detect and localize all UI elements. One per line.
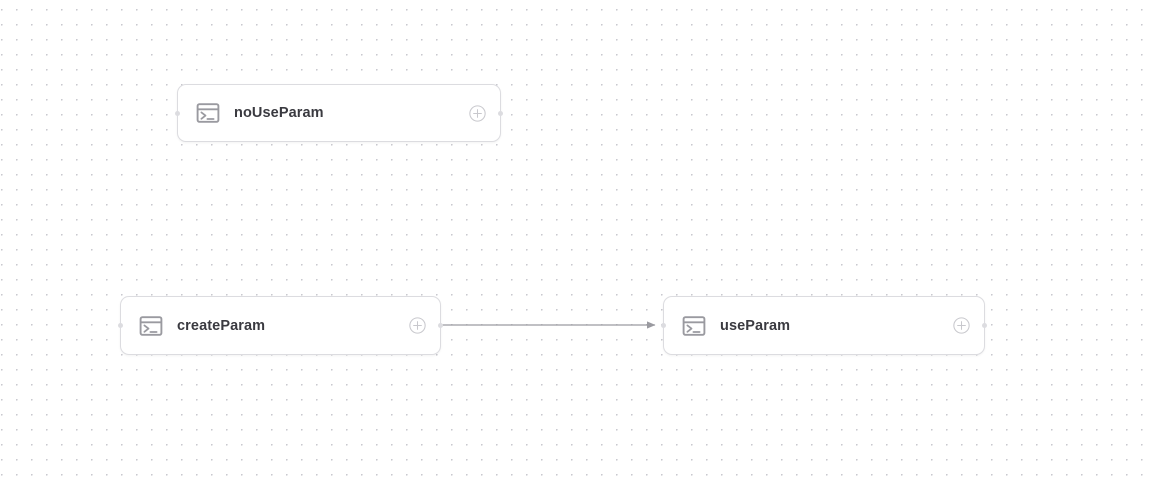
node-handle-target[interactable] [175, 110, 180, 116]
terminal-icon [139, 315, 163, 336]
node-label: createParam [177, 317, 266, 334]
terminal-icon [682, 315, 706, 336]
node-label: noUseParam [234, 105, 324, 121]
node-handle-source[interactable] [498, 110, 503, 116]
node-createparam[interactable]: createParam [118, 296, 443, 355]
node-nouseparam[interactable]: noUseParam [175, 84, 503, 142]
node-label: useParam [720, 317, 791, 334]
plus-circle-icon[interactable] [409, 317, 426, 334]
node-handle-source[interactable] [438, 323, 443, 328]
plus-circle-icon[interactable] [953, 317, 970, 334]
plus-circle-icon[interactable] [469, 104, 486, 122]
node-handle-target[interactable] [661, 323, 666, 328]
node-useparam[interactable]: useParam [661, 296, 987, 355]
node-handle-target[interactable] [118, 323, 123, 328]
terminal-icon [196, 103, 220, 123]
node-handle-source[interactable] [982, 323, 987, 328]
